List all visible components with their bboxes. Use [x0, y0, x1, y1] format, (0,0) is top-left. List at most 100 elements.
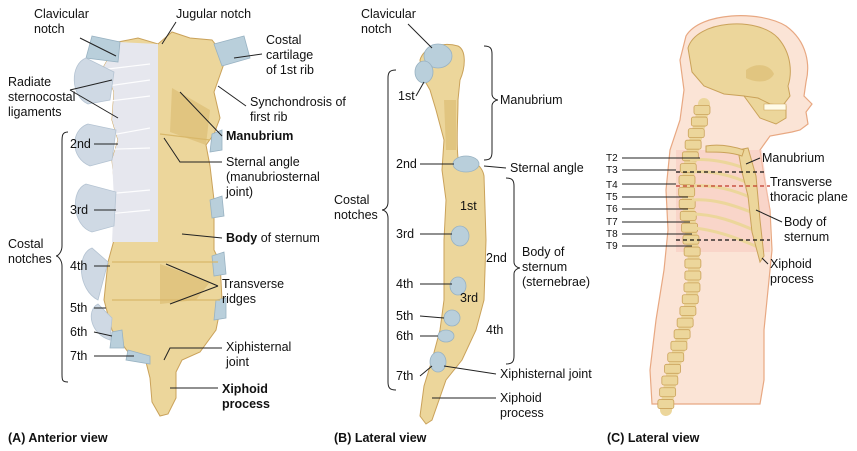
vertebra [664, 363, 681, 374]
label-a-clavicular-notch-2: notch [34, 22, 65, 36]
label-a-xiphisternal-joint-2: joint [225, 355, 249, 369]
label-c-t3: T3 [606, 165, 618, 176]
label-c-t5: T5 [606, 192, 618, 203]
vertebra [661, 375, 679, 386]
label-b-body-3: (sternebrae) [522, 275, 590, 289]
label-a-sternal-angle-2: (manubriosternal [226, 170, 320, 184]
label-a-xiphoid-process-2: process [222, 397, 270, 411]
label-b-clavicular-notch-1: Clavicular [361, 7, 416, 21]
label-b-notch-7th: 7th [396, 369, 413, 383]
label-a-costal-notches-1: Costal [8, 237, 43, 251]
label-a-xiphoid-process-1: Xiphoid [222, 382, 268, 396]
label-b-xiphoid-2: process [500, 406, 544, 420]
panel-b-lateral-view: Clavicular notch Manubrium Sternal angle… [334, 7, 592, 445]
label-b-sternebra-4th: 4th [486, 323, 503, 337]
vertebra [676, 317, 694, 328]
label-b-xiphoid-1: Xiphoid [500, 391, 542, 405]
caption-panel-b: (B) Lateral view [334, 431, 427, 445]
panel-c-lateral-body-view: T2 T3 T4 T5 T6 T7 T8 T9 Manubrium Transv… [606, 15, 848, 445]
panel-a-anterior-view: Clavicular notch Jugular notch Costal ca… [8, 7, 346, 445]
vertebra [673, 329, 691, 340]
label-c-transverse-plane-2: thoracic plane [770, 190, 848, 204]
label-c-body-1: Body of [784, 215, 827, 229]
vertebra [659, 387, 677, 398]
label-a-notch-4th: 4th [70, 259, 87, 273]
label-b-notch-5th: 5th [396, 309, 413, 323]
label-c-body-2: sternum [784, 230, 829, 244]
label-b-body-1: Body of [522, 245, 565, 259]
vertebra [683, 282, 701, 293]
label-b-sternebra-3rd: 3rd [460, 291, 478, 305]
label-a-sternal-angle-3: joint) [225, 185, 253, 199]
label-c-t2: T2 [606, 153, 618, 164]
label-c-xiphoid-1: Xiphoid [770, 257, 812, 271]
label-a-notch-5th: 5th [70, 301, 87, 315]
label-a-radiate-ligaments-2: sternocostal [8, 90, 75, 104]
label-c-transverse-plane-1: Transverse [770, 175, 832, 189]
label-b-clavicular-notch-2: notch [361, 22, 392, 36]
vertebra [667, 352, 685, 363]
label-a-notch-3rd: 3rd [70, 203, 88, 217]
label-b-sternebra-1st: 1st [460, 199, 477, 213]
label-a-synchondrosis-2: first rib [250, 110, 288, 124]
label-a-synchondrosis-1: Synchondrosis of [250, 95, 346, 109]
label-a-costal-cartilage-3: of 1st rib [266, 63, 314, 77]
label-b-xiphisternal-joint: Xiphisternal joint [500, 367, 592, 381]
caption-panel-a: (A) Anterior view [8, 431, 108, 445]
label-b-manubrium: Manubrium [500, 93, 563, 107]
label-a-radiate-ligaments-3: ligaments [8, 105, 62, 119]
label-c-t9: T9 [606, 241, 618, 252]
vertebra [679, 306, 697, 316]
vertebra [678, 175, 696, 185]
label-b-costal-notches-1: Costal [334, 193, 369, 207]
vertebra [687, 128, 705, 139]
vertebra [684, 258, 702, 269]
label-a-body-of-sternum: Body of sternum [226, 231, 320, 245]
label-b-notch-2nd: 2nd [396, 157, 417, 171]
label-b-notch-6th: 6th [396, 329, 413, 343]
vertebra [684, 270, 702, 281]
vertebrae [657, 104, 711, 409]
vertebra [684, 139, 702, 150]
vertebra [681, 294, 699, 305]
label-a-costal-cartilage-1: Costal [266, 33, 301, 47]
label-c-manubrium: Manubrium [762, 151, 825, 165]
vertebra [670, 340, 688, 351]
vertebra [657, 399, 675, 409]
sternum-in-body [737, 147, 765, 264]
cartilage-right-1 [213, 35, 251, 67]
label-b-notch-4th: 4th [396, 277, 413, 291]
label-a-notch-6th: 6th [70, 325, 87, 339]
label-a-radiate-ligaments-1: Radiate [8, 75, 51, 89]
label-b-body-2: sternum [522, 260, 567, 274]
label-b-costal-notches-2: notches [334, 208, 378, 222]
label-b-notch-3rd: 3rd [396, 227, 414, 241]
label-a-body-rest: of sternum [257, 231, 320, 245]
label-c-t4: T4 [606, 180, 618, 191]
label-c-xiphoid-2: process [770, 272, 814, 286]
label-b-sternal-angle: Sternal angle [510, 161, 584, 175]
label-a-manubrium: Manubrium [226, 129, 293, 143]
label-c-t7: T7 [606, 217, 618, 228]
vertebra [690, 116, 708, 127]
label-b-sternebra-2nd: 2nd [486, 251, 507, 265]
label-a-body-bold: Body [226, 231, 257, 245]
label-a-xiphisternal-joint-1: Xiphisternal [226, 340, 291, 354]
label-a-costal-cartilage-2: cartilage [266, 48, 313, 62]
label-c-t8: T8 [606, 229, 618, 240]
vertebra [693, 104, 711, 115]
vertebra [678, 187, 696, 197]
label-a-transverse-ridges-1: Transverse [222, 277, 284, 291]
label-a-transverse-ridges-2: ridges [222, 292, 256, 306]
label-b-notch-1st: 1st [398, 89, 415, 103]
radiate-ligaments-region [104, 42, 158, 242]
vertebra [678, 199, 696, 209]
vertebra [683, 246, 701, 257]
label-a-sternal-angle-1: Sternal angle [226, 155, 300, 169]
label-a-costal-notches-2: notches [8, 252, 52, 266]
label-a-jugular-notch: Jugular notch [176, 7, 251, 21]
label-c-t6: T6 [606, 204, 618, 215]
label-a-clavicular-notch-1: Clavicular [34, 7, 89, 21]
caption-panel-c: (C) Lateral view [607, 431, 700, 445]
